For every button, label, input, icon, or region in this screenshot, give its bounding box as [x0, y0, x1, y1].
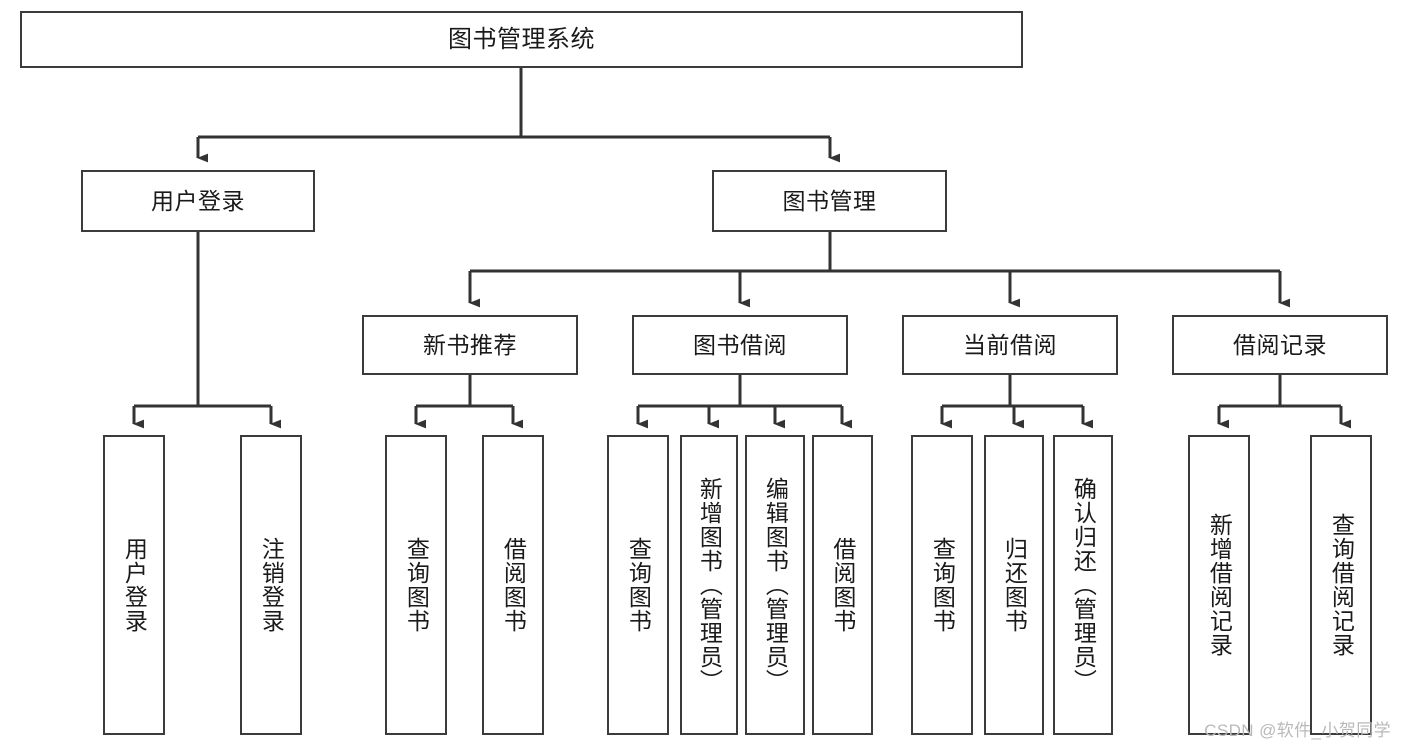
leaf-logout[interactable]: 注销登录 [240, 435, 302, 735]
leaf-query-book-current[interactable]: 查询图书 [911, 435, 973, 735]
watermark: CSDN @软件_小贺同学 [1204, 721, 1391, 740]
leaf-user-login[interactable]: 用户登录 [103, 435, 165, 735]
leaf-query-book-new-label: 查询图书 [403, 537, 430, 633]
node-new-book-recommend-label: 新书推荐 [423, 331, 517, 358]
node-book-borrow-label: 图书借阅 [693, 331, 787, 358]
node-root[interactable]: 图书管理系统 [20, 11, 1023, 68]
leaf-borrow-book-new-label: 借阅图书 [500, 537, 527, 633]
leaf-query-book-new[interactable]: 查询图书 [385, 435, 447, 735]
node-user-login[interactable]: 用户登录 [81, 170, 315, 232]
node-book-borrow[interactable]: 图书借阅 [632, 315, 848, 375]
node-root-label: 图书管理系统 [448, 25, 595, 53]
leaf-confirm-return-admin-label: 确认归还（管理员） [1070, 477, 1097, 693]
leaf-query-book-current-label: 查询图书 [929, 537, 956, 633]
leaf-query-book-borrow-label: 查询图书 [625, 537, 652, 633]
node-current-borrow-label: 当前借阅 [963, 331, 1057, 358]
node-borrow-record[interactable]: 借阅记录 [1172, 315, 1388, 375]
node-book-management-label: 图书管理 [782, 187, 877, 214]
leaf-query-book-borrow[interactable]: 查询图书 [607, 435, 669, 735]
leaf-borrow-book-new[interactable]: 借阅图书 [482, 435, 544, 735]
leaf-user-login-label: 用户登录 [121, 537, 148, 633]
leaf-return-book[interactable]: 归还图书 [984, 435, 1044, 735]
leaf-return-book-label: 归还图书 [1001, 537, 1028, 633]
leaf-confirm-return-admin[interactable]: 确认归还（管理员） [1053, 435, 1113, 735]
node-book-management[interactable]: 图书管理 [712, 170, 947, 232]
leaf-query-borrow-record-label: 查询借阅记录 [1328, 513, 1355, 657]
node-current-borrow[interactable]: 当前借阅 [902, 315, 1118, 375]
node-borrow-record-label: 借阅记录 [1233, 331, 1327, 358]
leaf-borrow-book[interactable]: 借阅图书 [812, 435, 873, 735]
leaf-query-borrow-record[interactable]: 查询借阅记录 [1310, 435, 1372, 735]
leaf-add-book-admin-label: 新增图书（管理员） [696, 477, 723, 693]
leaf-add-borrow-record[interactable]: 新增借阅记录 [1188, 435, 1250, 735]
leaf-borrow-book-label: 借阅图书 [829, 537, 856, 633]
leaf-logout-label: 注销登录 [258, 537, 285, 633]
node-new-book-recommend[interactable]: 新书推荐 [362, 315, 578, 375]
leaf-add-borrow-record-label: 新增借阅记录 [1206, 513, 1233, 657]
node-user-login-label: 用户登录 [151, 187, 245, 214]
leaf-edit-book-admin-label: 编辑图书（管理员） [762, 477, 789, 693]
leaf-add-book-admin[interactable]: 新增图书（管理员） [680, 435, 738, 735]
leaf-edit-book-admin[interactable]: 编辑图书（管理员） [745, 435, 805, 735]
